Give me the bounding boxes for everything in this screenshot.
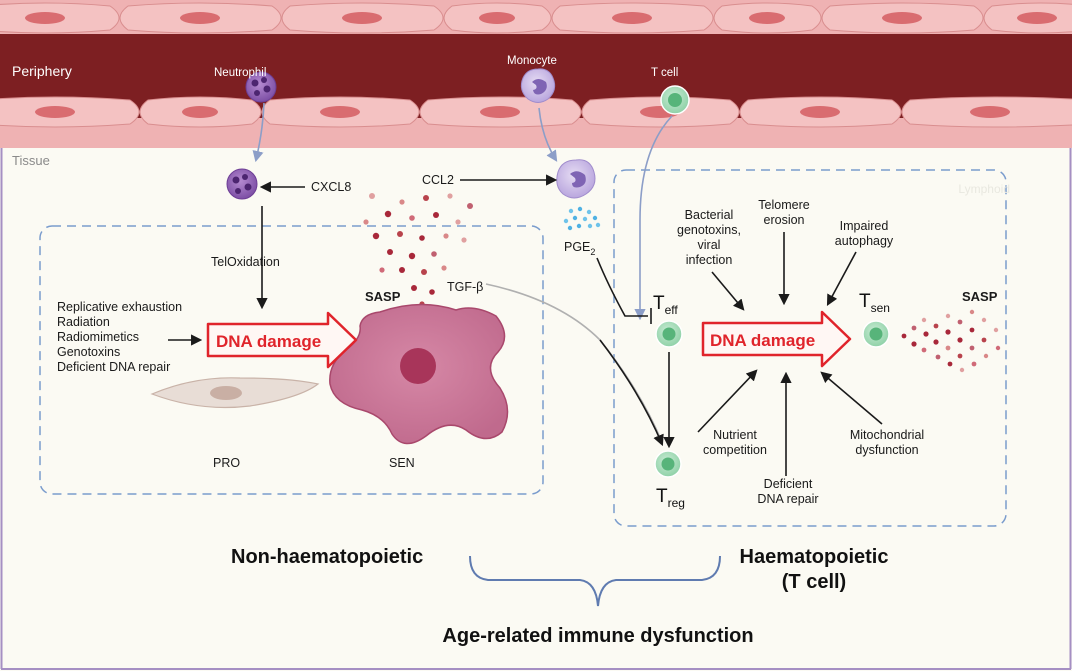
haematopoietic-box [613,169,1007,527]
ccl2-label: CCL2 [422,173,454,187]
bacterial-arrow [711,271,745,311]
dna-damage-arrow-right [701,310,852,368]
cause-item: Radiomimetics [57,330,139,344]
sasp-right-label: SASP [962,289,998,304]
autophagy-label: Impaired autophagy [835,219,894,248]
telomere-line: erosion [764,213,805,227]
t-reg-cell [654,450,682,478]
repair-line: DNA repair [757,492,818,506]
proliferating-cell [150,377,320,409]
nutrient-line: competition [703,443,767,457]
teloxidation-label: TelOxidation [211,255,280,269]
t-eff-label: Teff [653,293,678,317]
sasp-dots-left [363,193,473,307]
neutrophil-periphery [245,71,277,103]
neutrophil-label: Neutrophil [214,67,266,79]
mito-label: Mitochondrial dysfunction [850,428,924,457]
senescent-cell [329,303,509,445]
tgf-beta-label: TGF-β [447,280,483,294]
left-causes-list: Replicative exhaustion Radiation Radiomi… [57,300,182,374]
t-cell-migration-arrow [634,115,673,321]
mito-arrow [820,371,883,425]
bacterial-line: infection [686,253,733,267]
dna-damage-left-label: DNA damage [216,332,321,351]
lymphoid-label: Lymphoid [958,182,1010,196]
bacterial-line: viral [698,238,721,252]
tgf-beta-curve [599,339,664,447]
bacterial-line: genotoxins, [677,223,741,237]
bracket [469,555,721,607]
t-sen-label: Tsen [859,291,890,315]
autophagy-arrow [826,251,857,306]
autophagy-line: Impaired [840,219,889,233]
non-haematopoietic-heading: Non-haematopoietic [231,546,423,568]
tissue-label: Tissue [12,153,50,168]
monocyte-periphery [520,68,556,103]
cause-item: Radiation [57,315,110,329]
neutrophil-tissue [226,168,258,200]
monocyte-tissue [556,159,596,199]
nutrient-arrow [697,369,758,433]
haematopoietic-subheading: (T cell) [782,571,846,593]
sasp-dots-right [901,309,1001,373]
neutrophil-migration-arrow [252,102,265,163]
pge2-inhibition-line [596,257,648,317]
telomere-label: Telomere erosion [758,198,809,227]
bottom-heading: Age-related immune dysfunction [442,625,753,647]
cause-item: Deficient DNA repair [57,360,170,374]
tgf-beta-curve-grey [485,283,663,443]
bacterial-line: Bacterial [685,208,734,222]
cxcl8-label: CXCL8 [311,180,351,194]
t-sen-cell [862,320,890,348]
pge2-dots [563,206,601,231]
sen-label: SEN [389,456,415,470]
telomere-line: Telomere [758,198,809,212]
cause-item: Genotoxins [57,345,120,359]
nutrient-label: Nutrient competition [703,428,767,457]
dna-damage-arrow-left [206,311,358,369]
mito-line: Mitochondrial [850,428,924,442]
tissue-background [0,140,1072,671]
bacterial-label: Bacterial genotoxins, viral infection [677,208,741,267]
sasp-left-label: SASP [365,289,401,304]
t-cell-label: T cell [651,67,678,79]
t-eff-cell [655,320,683,348]
dna-damage-right-label: DNA damage [710,331,815,350]
t-reg-label: Treg [656,486,685,510]
autophagy-line: autophagy [835,234,894,248]
nutrient-line: Nutrient [713,428,757,442]
repair-line: Deficient [764,477,813,491]
mito-line: dysfunction [855,443,918,457]
non-haematopoietic-box [39,225,544,495]
monocyte-label: Monocyte [507,55,557,67]
t-cell-periphery [660,85,690,115]
monocyte-migration-arrow [538,107,558,162]
pro-label: PRO [213,456,240,470]
pge2-label: PGE2 [564,240,595,257]
haematopoietic-heading: Haematopoietic [740,546,889,568]
cause-item: Replicative exhaustion [57,300,182,314]
periphery-label: Periphery [12,63,72,79]
repair-label: Deficient DNA repair [757,477,818,506]
